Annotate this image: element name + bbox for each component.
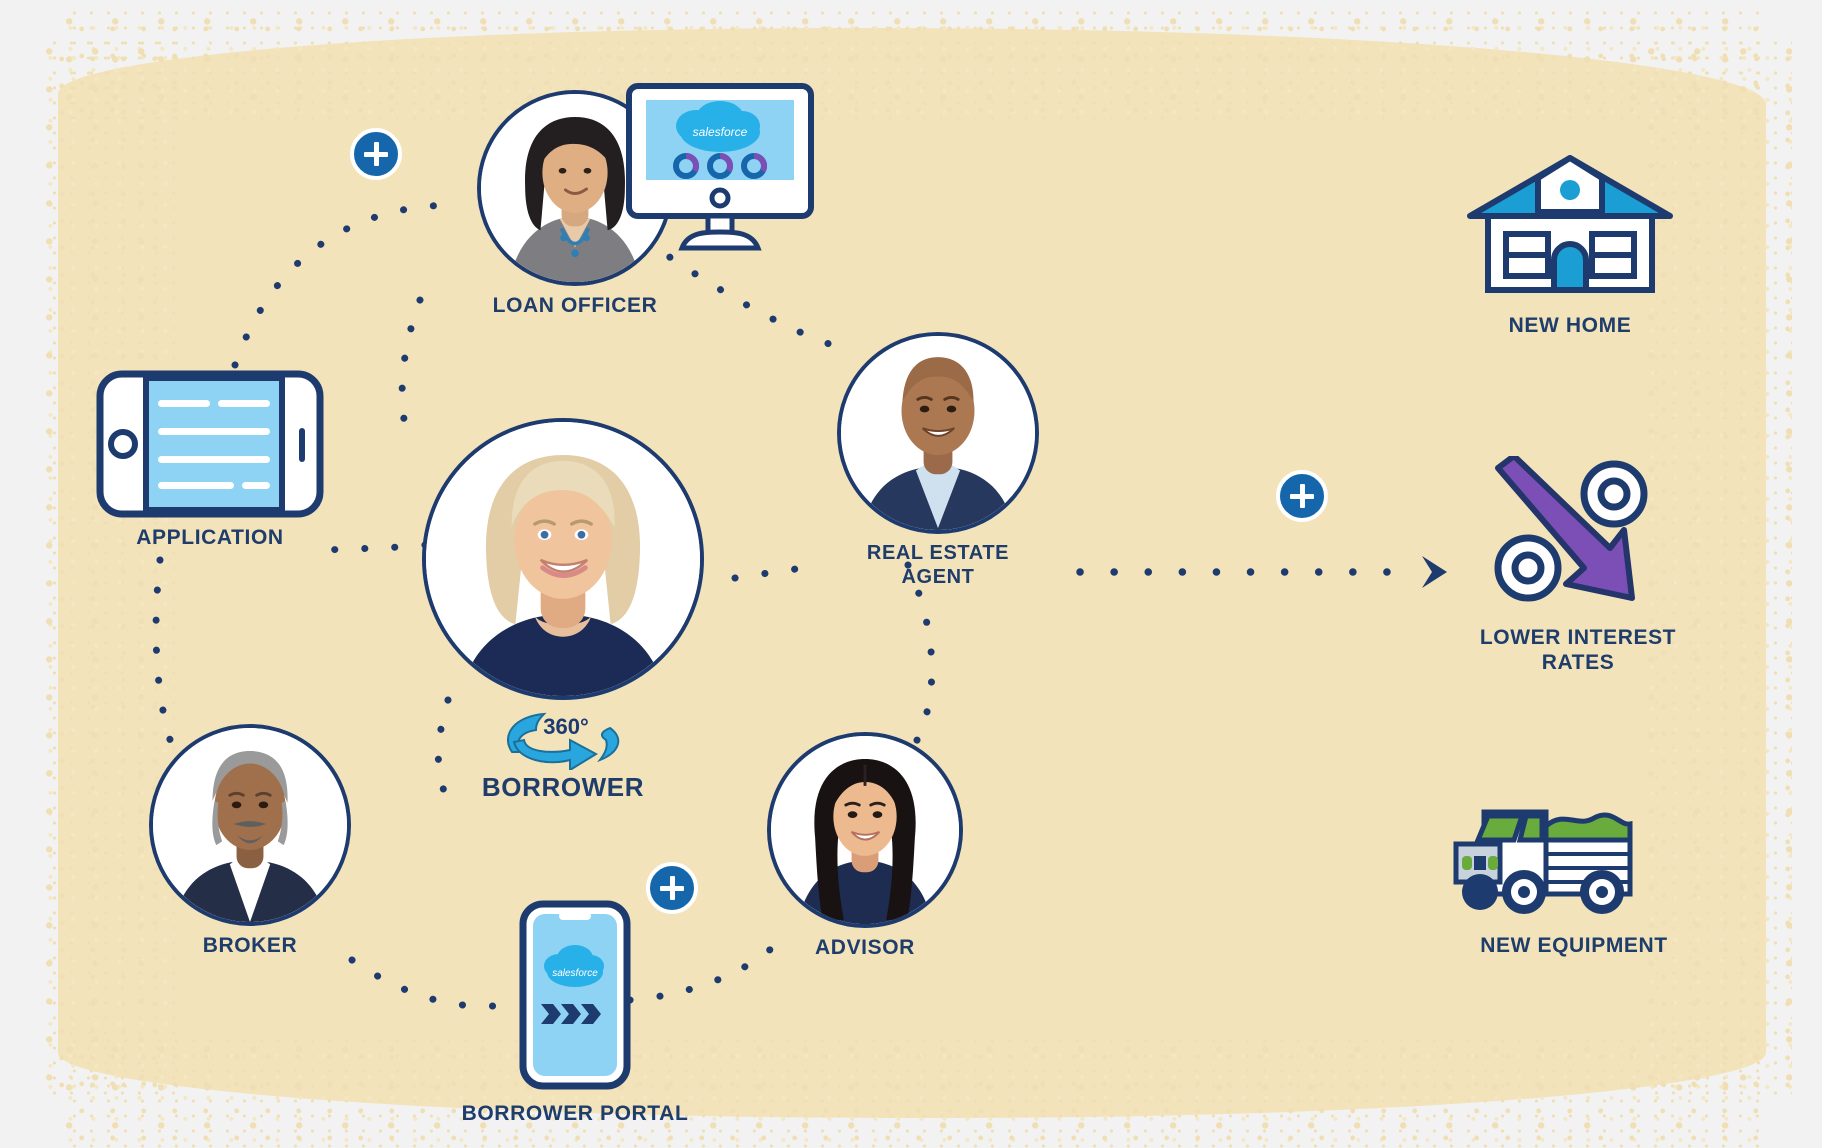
avatar-borrower bbox=[422, 418, 704, 700]
advisor-portrait bbox=[771, 736, 959, 924]
node-label-loan-officer: LOAN OFFICER bbox=[492, 294, 658, 317]
node-borrower[interactable]: 360° BORROWER bbox=[418, 418, 708, 803]
node-lower-interest-rates[interactable]: LOWER INTEREST RATES bbox=[1468, 456, 1688, 676]
node-salesforce-desktop[interactable]: salesforce bbox=[620, 82, 820, 254]
node-label-real-estate-agent: REAL ESTATE AGENT bbox=[866, 542, 1010, 588]
node-label-advisor: ADVISOR bbox=[815, 936, 915, 959]
tablet-application-icon bbox=[96, 370, 324, 518]
node-label-borrower: BORROWER bbox=[481, 772, 645, 802]
avatar-broker bbox=[149, 724, 351, 926]
avatar-advisor bbox=[767, 732, 963, 928]
salesforce-phone-icon: salesforce bbox=[519, 900, 631, 1090]
node-broker[interactable]: BROKER bbox=[142, 724, 358, 959]
node-new-equipment[interactable]: NEW EQUIPMENT bbox=[1448, 792, 1700, 959]
node-label-new-equipment: NEW EQUIPMENT bbox=[1480, 934, 1668, 957]
node-label-application: APPLICATION bbox=[136, 526, 284, 549]
add-loan-officer-badge[interactable] bbox=[350, 128, 402, 180]
broker-portrait bbox=[153, 728, 347, 922]
salesforce-desktop-icon: salesforce bbox=[626, 83, 814, 251]
borrower-portrait bbox=[426, 422, 700, 696]
percent-down-arrow-icon bbox=[1494, 456, 1648, 602]
node-borrower-portal[interactable]: salesforce BORROWER PORTAL bbox=[460, 900, 690, 1127]
add-outcome-badge[interactable] bbox=[1276, 470, 1328, 522]
node-new-home[interactable]: NEW HOME bbox=[1460, 150, 1680, 339]
dump-truck-icon bbox=[1453, 809, 1633, 914]
svg-text:salesforce: salesforce bbox=[552, 968, 598, 979]
node-real-estate-agent[interactable]: REAL ESTATE AGENT bbox=[828, 332, 1048, 589]
node-label-lower-interest-rates: LOWER INTEREST RATES bbox=[1479, 626, 1677, 674]
360-text: 360° bbox=[543, 714, 589, 739]
house-icon bbox=[1467, 155, 1673, 293]
node-application[interactable]: APPLICATION bbox=[90, 370, 330, 551]
360-degree-icon: 360° bbox=[506, 712, 620, 770]
node-label-new-home: NEW HOME bbox=[1508, 314, 1632, 337]
svg-text:salesforce: salesforce bbox=[693, 125, 748, 139]
real-estate-agent-portrait bbox=[841, 336, 1035, 530]
node-label-borrower-portal: BORROWER PORTAL bbox=[461, 1102, 689, 1125]
add-borrower-portal-badge[interactable] bbox=[646, 862, 698, 914]
node-advisor[interactable]: ADVISOR bbox=[760, 732, 970, 961]
avatar-real-estate-agent bbox=[837, 332, 1039, 534]
node-label-broker: BROKER bbox=[202, 934, 298, 957]
